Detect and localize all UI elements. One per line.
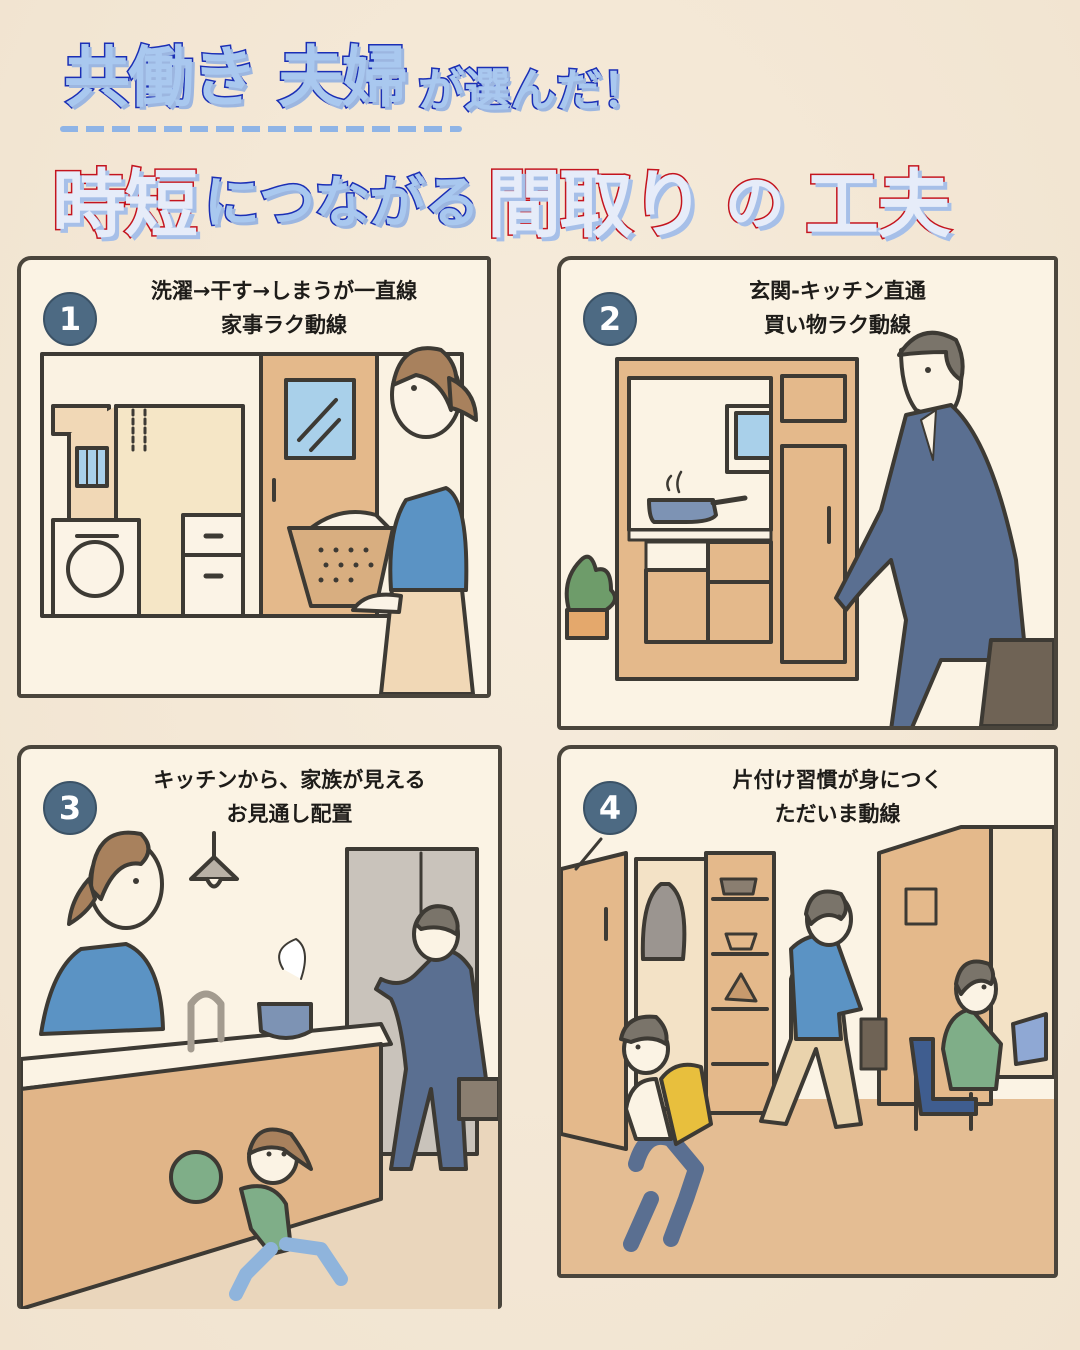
panel-entrance-kitchen: 2 玄関-キッチン直通 買い物ラク動線 — [557, 256, 1058, 730]
panel-caption-2: 玄関-キッチン直通 買い物ラク動線 — [641, 274, 1034, 342]
panel-kitchen-view: 3 キッチンから、家族が見える お見通し配置 — [17, 745, 502, 1309]
caption-line-1: 片付け習慣が身につく — [732, 768, 943, 792]
headline-line-2: 時短 につながる 間取り の 工夫 — [51, 148, 953, 249]
panel-homecoming-route: 4 片付け習慣が身につく ただいま動線 — [557, 745, 1058, 1278]
caption-line-1: 玄関-キッチン直通 — [749, 279, 926, 303]
step-badge-2: 2 — [583, 292, 637, 346]
caption-line-1: キッチンから、家族が見える — [153, 768, 426, 792]
caption-line-2: ただいま動線 — [774, 802, 901, 826]
step-badge-1: 1 — [43, 292, 97, 346]
headline-chose: が選んだ！ — [417, 62, 650, 119]
headline-couple: 夫婦 — [277, 38, 410, 118]
headline-time-saving: 時短 — [51, 160, 200, 249]
open-kitchen-illustration — [21, 830, 498, 1309]
headline-leading-to: につながる — [203, 169, 482, 237]
panel-caption-4: 片付け習慣が身につく ただいま動線 — [641, 763, 1034, 831]
laundry-room-illustration — [40, 346, 478, 694]
panel-laundry-route: 1 洗濯→干す→しまうが一直線 家事ラク動線 — [17, 256, 491, 698]
caption-line-2: 買い物ラク動線 — [764, 313, 911, 337]
headline-line-1: 共働き 夫婦 が選んだ！ — [63, 30, 650, 120]
entrance-storage-illustration — [561, 825, 1054, 1274]
caption-line-1: 洗濯→干す→しまうが一直線 — [150, 279, 418, 303]
step-badge-4: 4 — [583, 781, 637, 835]
headline-ideas: 工夫 — [804, 160, 953, 249]
panel-caption-3: キッチンから、家族が見える お見通し配置 — [101, 763, 478, 831]
headline-no: の — [724, 167, 787, 240]
entrance-kitchen-illustration — [564, 330, 1054, 726]
headline-dual-income: 共働き — [63, 38, 260, 118]
panel-caption-1: 洗濯→干す→しまうが一直線 家事ラク動線 — [101, 274, 467, 342]
dashed-divider — [60, 126, 462, 132]
caption-line-2: お見通し配置 — [226, 802, 353, 826]
step-badge-3: 3 — [43, 781, 97, 835]
headline-floor-plan: 間取り — [486, 160, 707, 249]
caption-line-2: 家事ラク動線 — [221, 313, 347, 337]
